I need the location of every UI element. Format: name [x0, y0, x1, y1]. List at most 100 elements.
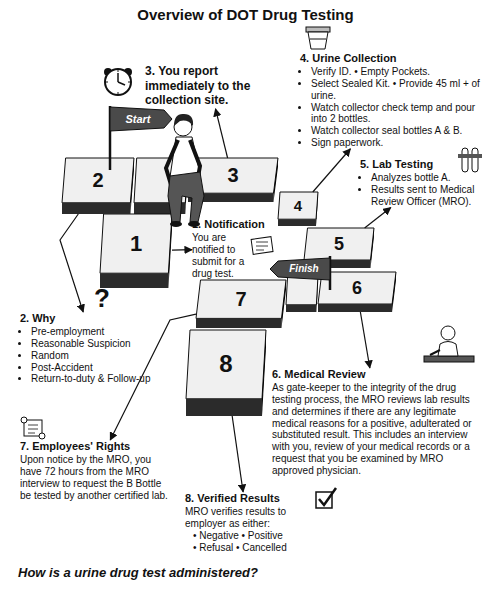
square-face: [278, 192, 318, 219]
callout-heading: 4. Urine Collection: [300, 52, 485, 65]
checkbox-icon: [319, 488, 336, 505]
board-square: 2: [62, 158, 134, 214]
square-face: [278, 219, 316, 226]
list-item: Watch collector check temp and pour into…: [311, 102, 485, 126]
board-square: 1: [100, 214, 172, 288]
callout-text: MRO verifies results to employer as eith…: [185, 506, 310, 530]
board-square: [185, 158, 188, 214]
specimen-cup-icon: [310, 39, 326, 40]
square-face: [316, 192, 318, 226]
person-figure: [174, 118, 192, 136]
person-figure: [166, 114, 204, 227]
leader-arrow: [172, 249, 192, 251]
square-face: [100, 273, 168, 288]
square-face: [62, 158, 134, 203]
square-face: [392, 272, 396, 312]
callout-heading: 7. Employees' Rights: [20, 440, 170, 453]
board-square: 6: [318, 272, 396, 312]
square-face: [62, 203, 130, 214]
list-item: Sign paperwork.: [311, 137, 485, 149]
square-face: [262, 330, 266, 416]
notice-paper-icon: [256, 242, 268, 250]
callout-text: As gate-keeper to the integrity of the d…: [272, 382, 486, 476]
list-item: Pre-employment: [31, 326, 170, 338]
scroll-icon: [28, 425, 38, 433]
checkbox-icon: [316, 488, 336, 508]
callout-block: 3. You report immediately to the collect…: [145, 64, 275, 109]
scroll-icon: [21, 417, 45, 439]
test-tubes-icon: [458, 154, 482, 158]
test-tubes-icon: [458, 148, 482, 172]
specimen-cup-icon: [306, 27, 330, 32]
notice-paper-icon: [251, 237, 273, 255]
board-square: [134, 158, 188, 203]
board-square: [134, 203, 185, 214]
clock-icon: [106, 70, 130, 94]
specimen-cup-icon: [306, 27, 330, 49]
doctor-icon: [438, 342, 458, 357]
callout-heading: 8. Verified Results: [185, 492, 310, 505]
flag-label: Start: [110, 113, 166, 125]
callout-block: 8. Verified ResultsMRO verifies results …: [185, 492, 310, 553]
start-flag: [110, 107, 172, 131]
square-face: [168, 214, 172, 288]
person-figure: [174, 114, 193, 126]
callout-heading: 5. Lab Testing: [360, 158, 485, 171]
test-tubes-icon: [462, 148, 468, 172]
person-figure: [190, 140, 200, 188]
list-item: Select Sealed Kit. • Provide 45 ml + of …: [311, 78, 485, 102]
doctor-icon: [424, 356, 474, 362]
step-number: 2: [62, 158, 134, 203]
callout-block: 1. NotificationYou are notified to submi…: [192, 218, 278, 279]
square-face: [188, 158, 278, 193]
board-square: [286, 305, 316, 312]
callout-block: 2. WhyPre-employmentReasonable Suspicion…: [20, 312, 170, 385]
person-figure: [168, 172, 204, 222]
list-item: Random: [31, 350, 170, 362]
doctor-icon: [441, 326, 455, 340]
square-face: [371, 228, 375, 268]
step-number: 6: [318, 272, 396, 304]
callout-text: You are notified to submit for a drug te…: [192, 232, 278, 279]
square-face: [130, 158, 134, 214]
finish-flag: [270, 258, 330, 280]
finish-flag: [270, 256, 330, 290]
doctor-icon: [424, 326, 474, 362]
square-face: [188, 193, 274, 202]
board-square: 8: [186, 330, 266, 416]
clock-icon: [105, 69, 131, 95]
list-item: Post-Accident: [31, 362, 170, 374]
leader-arrow: [232, 416, 243, 492]
step-number: 4: [278, 192, 318, 219]
square-face: [304, 228, 374, 260]
callout-block: 6. Medical ReviewAs gate-keeper to the i…: [272, 368, 486, 477]
list-item: Watch collector seal bottles A & B.: [311, 125, 485, 137]
callout-text: Upon notice by the MRO, you have 72 hour…: [20, 454, 170, 501]
step-number: 1: [100, 214, 172, 273]
scroll-icon: [39, 433, 45, 439]
board-square: 7: [196, 280, 286, 328]
start-flag: [109, 106, 112, 170]
callout-heading: 1. Notification: [192, 218, 278, 231]
finish-flag: [329, 256, 332, 290]
checkbox-icon: [316, 492, 332, 508]
callout-heading: 6. Medical Review: [272, 368, 486, 381]
square-face: [196, 280, 286, 318]
callout-text: • Negative • Positive: [185, 530, 310, 542]
person-figure: [170, 137, 200, 177]
person-figure: [166, 140, 178, 188]
clock-icon: [117, 73, 119, 82]
square-face: [186, 330, 266, 399]
board-square: [316, 276, 318, 312]
doctor-icon: [430, 350, 440, 355]
step-number: 3: [188, 158, 278, 193]
notice-paper-icon: [251, 237, 273, 255]
flag-label: Finish: [278, 263, 330, 274]
scroll-icon: [24, 420, 42, 436]
square-face: [282, 280, 287, 328]
list-item: Return-to-duty & Follow-up: [31, 373, 170, 385]
diagram-caption: How is a urine drug test administered?: [18, 565, 478, 580]
